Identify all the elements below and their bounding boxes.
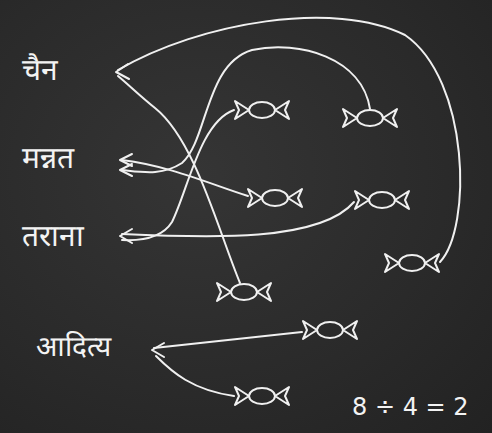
candy <box>235 387 289 405</box>
candy <box>385 254 439 272</box>
arrowhead <box>116 64 129 79</box>
arrow-line <box>156 356 234 396</box>
student-name: तराना <box>22 218 84 254</box>
arrowhead <box>120 164 132 176</box>
candy <box>235 101 289 119</box>
arrow-line <box>118 76 240 283</box>
candy <box>355 191 409 209</box>
arrowhead <box>120 229 132 243</box>
candy <box>248 189 302 207</box>
candy <box>343 109 397 127</box>
student-name: मन्नत <box>22 140 74 176</box>
arrow-line <box>118 18 460 262</box>
candy <box>217 283 271 301</box>
student-name: चैन <box>22 52 58 88</box>
arrow-line <box>122 47 370 172</box>
candy <box>303 321 357 339</box>
arrow-line <box>154 332 302 348</box>
arrow-line <box>122 202 354 236</box>
student-name: आदित्य <box>36 330 111 364</box>
arrowhead <box>152 343 164 357</box>
arrow-line <box>122 110 234 240</box>
division-equation: 8 ÷ 4 = 2 <box>352 393 469 422</box>
